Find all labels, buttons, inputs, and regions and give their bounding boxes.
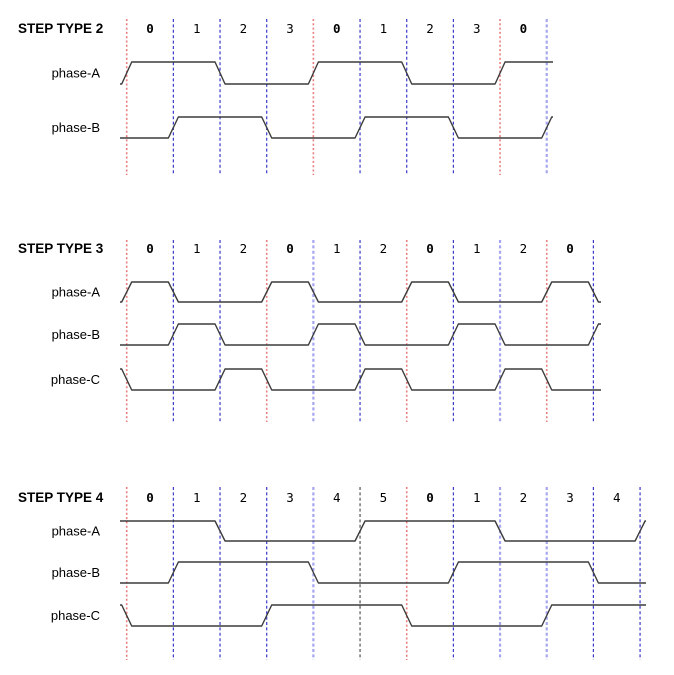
phase-label: phase-A	[52, 285, 101, 300]
step-number: 1	[193, 241, 201, 256]
phase-label: phase-C	[51, 372, 100, 387]
step-number: 3	[566, 490, 574, 505]
waveform-phase-B	[120, 561, 646, 584]
step-number: 0	[566, 241, 574, 256]
step-number: 0	[286, 241, 294, 256]
step-number: 1	[473, 490, 481, 505]
waveform-phase-B	[120, 323, 601, 346]
waveform-phase-A	[120, 520, 646, 542]
step-number: 4	[613, 490, 621, 505]
step-number: 0	[426, 490, 434, 505]
phase-label: phase-B	[52, 120, 100, 135]
phase-label: phase-B	[52, 327, 100, 342]
waveform-phase-C	[120, 604, 646, 627]
step-number: 3	[286, 21, 294, 36]
section-title: STEP TYPE 4	[18, 490, 104, 505]
step-number: 1	[380, 21, 388, 36]
step-number: 2	[520, 241, 528, 256]
step-number: 0	[333, 21, 341, 36]
step-number: 2	[240, 490, 248, 505]
phase-label: phase-C	[51, 608, 100, 623]
step-number: 3	[473, 21, 481, 36]
step-number: 1	[333, 241, 341, 256]
step-number: 2	[240, 21, 248, 36]
phase-label: phase-B	[52, 565, 100, 580]
step-number: 3	[286, 490, 294, 505]
step-number: 5	[380, 490, 388, 505]
step-number: 0	[426, 241, 434, 256]
section-title: STEP TYPE 3	[18, 241, 104, 256]
step-number: 0	[146, 21, 154, 36]
step-number: 2	[520, 490, 528, 505]
step-number: 0	[146, 241, 154, 256]
waveform-phase-B	[120, 116, 553, 139]
waveform-phase-A	[120, 61, 553, 85]
step-number: 2	[380, 241, 388, 256]
step-number: 4	[333, 490, 341, 505]
step-number: 2	[426, 21, 434, 36]
step-number: 0	[146, 490, 154, 505]
phase-label: phase-A	[52, 66, 101, 81]
step-number: 1	[473, 241, 481, 256]
section-title: STEP TYPE 2	[18, 21, 103, 36]
step-number: 1	[193, 21, 201, 36]
waveform-phase-C	[120, 368, 601, 391]
step-number: 1	[193, 490, 201, 505]
step-number: 0	[520, 21, 528, 36]
step-number: 2	[240, 241, 248, 256]
waveform-phase-A	[120, 281, 601, 303]
phase-label: phase-A	[52, 524, 101, 539]
